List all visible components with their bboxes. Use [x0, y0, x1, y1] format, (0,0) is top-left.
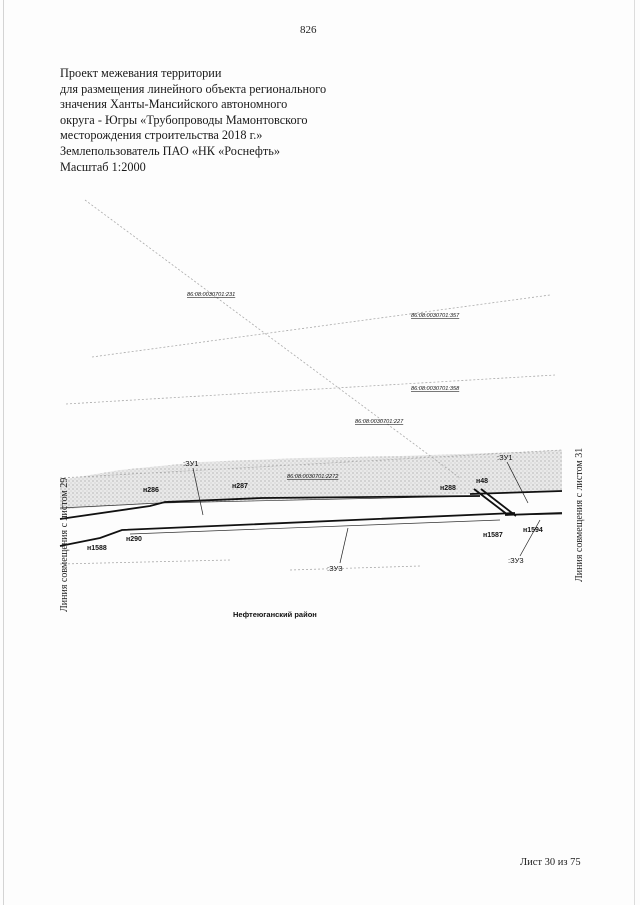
parcel-label: :ЗУ3 — [508, 556, 524, 565]
point-label: н288 — [440, 485, 456, 492]
sheet-number: Лист 30 из 75 — [520, 857, 581, 868]
boundary-line — [289, 565, 421, 571]
document-header: Проект межевания территории для размещен… — [60, 66, 360, 175]
cadastral-label: 86:08:0030701:231 — [187, 292, 235, 298]
cadastral-label: 86:08:0030701:227 — [355, 419, 404, 425]
scan-edge-left — [3, 0, 4, 905]
match-line-label-left: Линия совмещения с листом 29 — [59, 477, 70, 612]
boundary-line — [59, 559, 231, 565]
leader-line — [339, 527, 349, 564]
boundary-line — [84, 199, 461, 479]
header-line: значения Ханты-Мансийского автономного — [60, 97, 288, 112]
header-line: Землепользователь ПАО «НК «Роснефть» — [60, 143, 280, 158]
boundary-line — [91, 294, 551, 358]
match-line-label-right: Линия совмещения с листом 31 — [574, 447, 585, 582]
parcel-label: :ЗУ1 — [183, 459, 199, 468]
leader-line — [506, 461, 529, 504]
scan-edge-right — [634, 0, 635, 905]
cadastral-label: 86:08:0030701:357 — [411, 313, 460, 319]
boundary-line — [65, 374, 556, 405]
cadastral-label: 86:08:0030701:358 — [411, 386, 460, 392]
hatched-parcel-area — [445, 458, 562, 482]
parcel-label: :ЗУ3 — [327, 564, 343, 573]
parcel-label: :ЗУ1 — [497, 453, 513, 462]
header-line: месторождения строительства 2018 г.» — [60, 128, 263, 143]
point-label: н287 — [232, 483, 248, 490]
header-line: Масштаб 1:2000 — [60, 159, 146, 174]
parcel-boundary — [473, 488, 509, 516]
header-line: округа - Югры «Трубопроводы Мамонтовског… — [60, 112, 308, 127]
point-label: н48 — [476, 478, 488, 485]
point-label: н286 — [143, 487, 159, 494]
parcel-boundary — [59, 495, 481, 520]
point-label: н1588 — [87, 545, 107, 552]
header-line: для размещения линейного объекта региона… — [60, 81, 327, 96]
header-line: Проект межевания территории — [60, 66, 222, 80]
parcel-boundary — [59, 512, 516, 547]
point-label: н1594 — [523, 527, 543, 534]
boundary-line — [129, 519, 501, 535]
parcel-boundary — [469, 490, 563, 495]
hatched-parcel-area — [60, 450, 562, 510]
leader-line — [192, 467, 204, 516]
district-label: Нефтеюганский район — [233, 610, 317, 619]
leader-line — [519, 519, 541, 557]
point-label: н290 — [126, 536, 142, 543]
cadastral-label: 86:08:0030701:2272 — [287, 474, 339, 480]
boundary-line — [59, 502, 161, 509]
page-number: 826 — [300, 24, 317, 36]
parcel-boundary — [480, 488, 517, 517]
point-label: н1587 — [483, 532, 503, 539]
